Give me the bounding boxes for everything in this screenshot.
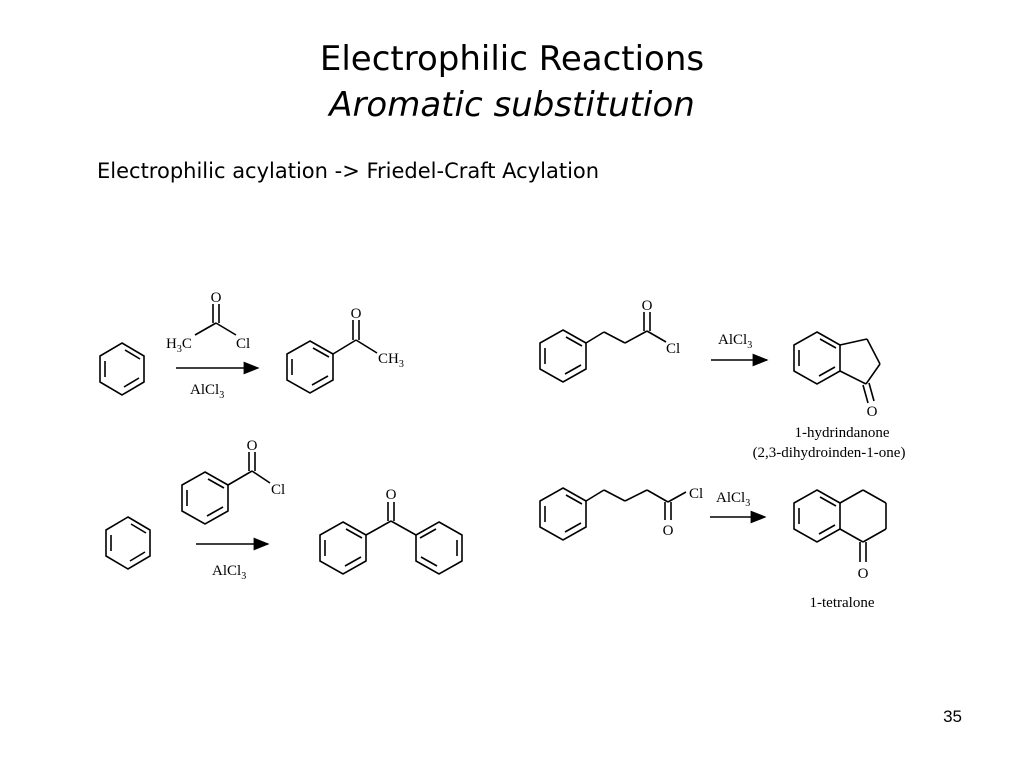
reagent-4-oxygen: O [663,523,674,539]
product-3-name: 1-hydrindanone [795,425,890,441]
reaction-2: O Cl AlCl3 O [105,438,463,582]
benzophenone-product: O [319,487,463,575]
reagent-1-methyl: H3C [166,336,192,355]
title-line-2: Aromatic substitution [329,85,695,125]
reagent-4-chlorine: Cl [689,486,703,502]
product-1-methyl: CH3 [378,351,404,370]
title-line-1: Electrophilic Reactions [319,39,705,79]
indanone-product: O [793,331,881,420]
benzoyl-chloride-reagent: O Cl [181,438,285,525]
benzene-ring-reactant-2 [105,516,151,570]
reaction-4: O Cl AlCl3 O 1-tetralone [539,486,887,611]
page-number: 35 [943,707,962,726]
product-3-oxygen: O [867,404,878,420]
slide-subtitle: Electrophilic acylation -> Friedel-Craft… [97,159,600,183]
reagent-2-chlorine: Cl [271,482,285,498]
product-3-alt-name: (2,3-dihydroinden-1-one) [753,445,906,461]
reaction-3-catalyst: AlCl3 [718,332,752,351]
reaction-3: O Cl AlCl3 O 1-hydrindanone (2,3-dihydro… [539,298,906,461]
acetophenone-product: O CH3 [286,306,404,394]
reagent-2-oxygen: O [247,438,258,454]
slide-title: Electrophilic Reactions Aromatic substit… [0,36,1024,128]
product-1-oxygen: O [351,306,362,322]
reaction-4-catalyst: AlCl3 [716,490,750,509]
reaction-2-catalyst: AlCl3 [212,563,246,582]
phenylbutanoyl-chloride-reagent: O Cl [539,486,703,541]
phenylpropanoyl-chloride-reagent: O Cl [539,298,680,383]
reagent-3-oxygen: O [642,298,653,314]
acetyl-chloride-reagent: O H3C Cl [166,290,250,355]
benzene-ring-reactant [99,342,145,396]
reagent-1-oxygen: O [211,290,222,306]
product-4-name: 1-tetralone [810,595,875,611]
reaction-1: O H3C Cl AlCl3 O CH3 [99,290,404,401]
product-4-oxygen: O [858,566,869,582]
tetralone-product: O [793,489,887,582]
reagent-1-chlorine: Cl [236,336,250,352]
reaction-1-catalyst: AlCl3 [190,382,224,401]
product-2-oxygen: O [386,487,397,503]
reagent-3-chlorine: Cl [666,341,680,357]
